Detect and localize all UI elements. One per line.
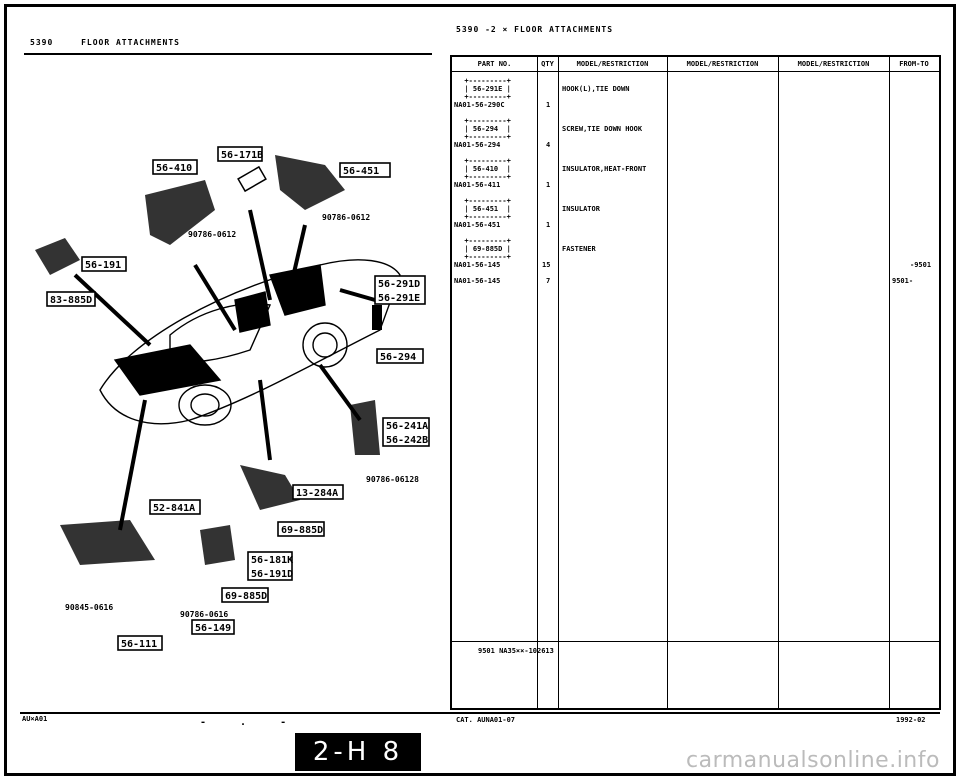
ref-box: 69-885D — [472, 245, 503, 253]
callout-boxes — [46, 146, 430, 651]
description: INSULATOR,HEAT-FRONT — [562, 165, 647, 173]
page-dashes: - . - — [200, 717, 301, 728]
part-number: NA01-56-451 — [454, 221, 501, 229]
callout-56-181K: 56-181K — [251, 555, 293, 566]
callout-56-451: 56-451 — [343, 166, 379, 177]
ref-box: 56-294 — [472, 125, 499, 133]
description: INSULATOR — [562, 205, 600, 213]
callout-56-294: 56-294 — [380, 352, 416, 363]
section-code: 5390 — [30, 38, 54, 47]
parts-table: PART NO. QTY MODEL/RESTRICTION MODEL/RES… — [450, 55, 941, 710]
ref-box: 56-291E — [472, 85, 503, 93]
callout-13-284A: 13-284A — [296, 488, 338, 499]
bolt-label: 90845-0616 — [65, 603, 113, 612]
watermark: carmanualsonline.info — [686, 748, 940, 773]
bolt-label: 90786-0612 — [188, 230, 236, 239]
callout-labels: 56-171B 56-410 56-451 56-191 83-885D 56-… — [50, 150, 428, 650]
col-model2 — [667, 57, 779, 708]
table-footer-rule — [452, 641, 939, 642]
bolt-label: 90786-06128 — [366, 475, 419, 484]
part-number: NA01-56-145 — [454, 261, 501, 269]
page-frame — [4, 4, 956, 776]
section-title: FLOOR ATTACHMENTS — [81, 38, 180, 47]
serial-footnote: 9501 NA35××-102613 — [478, 647, 554, 655]
description: SCREW,TIE DOWN HOOK — [562, 125, 643, 133]
col-qty — [537, 57, 559, 708]
ref-box: 56-410 — [472, 165, 499, 173]
header-model-3: MODEL/RESTRICTION — [778, 57, 889, 72]
callout-69-885D: 69-885D — [281, 525, 323, 536]
parts-diagram: 56-171B 56-410 56-451 56-191 83-885D 56-… — [35, 146, 430, 651]
header-part-no: PART NO. — [452, 57, 537, 72]
ref-box: 56-451 — [472, 205, 499, 213]
col-model3 — [778, 57, 890, 708]
bolt-label: 90786-0616 — [180, 610, 228, 619]
bolt-labels: 90786-0612 90786-0612 90786-06128 90845-… — [65, 213, 419, 619]
header-qty: QTY — [537, 57, 558, 72]
callout-56-171B: 56-171B — [221, 150, 263, 161]
callout-52-841A: 52-841A — [153, 503, 195, 514]
right-header: 5390 -2 × FLOOR ATTACHMENTS — [456, 25, 614, 34]
bolt-label: 90786-0612 — [322, 213, 370, 222]
description: FASTENER — [562, 245, 596, 253]
callout-56-410: 56-410 — [156, 163, 192, 174]
callout-56-191: 56-191 — [85, 260, 121, 271]
page-code: AU×A01 — [22, 715, 48, 723]
left-header: 5390 FLOOR ATTACHMENTS — [30, 38, 180, 47]
callout-56-291D: 56-291D — [378, 279, 420, 290]
callout-56-191D: 56-191D — [251, 569, 293, 580]
bottom-rule — [20, 712, 940, 714]
callout-56-242B: 56-242B — [386, 435, 428, 446]
callout-56-291E: 56-291E — [378, 293, 420, 304]
from-to: -9501 — [910, 261, 932, 269]
callout-56-149: 56-149 — [195, 623, 231, 634]
catalog-number: CAT. AUNA01-07 — [456, 716, 516, 724]
car-illustration — [99, 259, 401, 426]
quantity: 4 — [546, 141, 551, 149]
part-number: NA01-56-145 — [454, 277, 501, 285]
quantity: 1 — [546, 221, 551, 229]
page-number: 2-H 8 — [295, 733, 421, 771]
from-to: 9501- — [892, 277, 914, 285]
quantity: 15 — [542, 261, 551, 269]
header-from-to: FROM-TO — [889, 57, 939, 72]
quantity: 1 — [546, 181, 551, 189]
col-model1 — [558, 57, 668, 708]
header-model-2: MODEL/RESTRICTION — [667, 57, 778, 72]
part-number: NA01-56-290C — [454, 101, 505, 109]
part-number: NA01-56-411 — [454, 181, 501, 189]
callout-56-111: 56-111 — [121, 639, 157, 650]
quantity: 7 — [546, 277, 551, 285]
header-model-1: MODEL/RESTRICTION — [558, 57, 667, 72]
callout-83-885D: 83-885D — [50, 295, 92, 306]
col-part — [452, 57, 538, 708]
part-number: NA01-56-294 — [454, 141, 501, 149]
description: HOOK(L),TIE DOWN — [562, 85, 630, 93]
header-rule — [24, 53, 432, 55]
catalog-date: 1992-02 — [896, 716, 926, 724]
callout-56-241A: 56-241A — [386, 421, 428, 432]
callout-69-885D-b: 69-885D — [225, 591, 267, 602]
quantity: 1 — [546, 101, 551, 109]
part-shapes — [35, 155, 382, 565]
